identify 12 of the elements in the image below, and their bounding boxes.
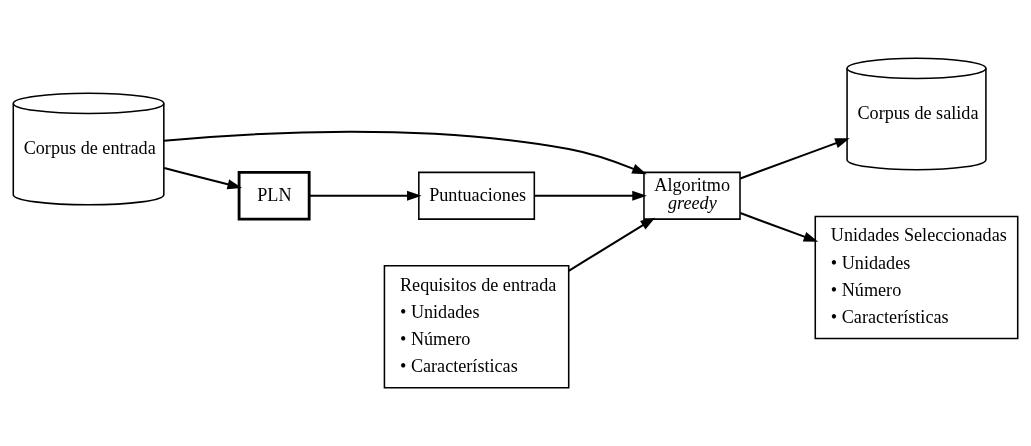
node-box: Unidades Seleccionadas • Unidades • Número • Características: [814, 215, 1019, 340]
node-box: PLN: [237, 170, 311, 221]
arrow: [568, 217, 656, 272]
node-box: Puntuaciones: [418, 171, 536, 220]
arrow: [740, 138, 850, 180]
arrow: [740, 212, 819, 242]
arrow: [309, 190, 422, 201]
arrow: [534, 190, 647, 201]
node-box: Requisitos de entrada • Unidades • Número • Características: [383, 265, 570, 389]
arrow: [163, 130, 647, 175]
arrow: [164, 167, 243, 190]
node-box: Algoritmo greedy: [643, 171, 741, 220]
